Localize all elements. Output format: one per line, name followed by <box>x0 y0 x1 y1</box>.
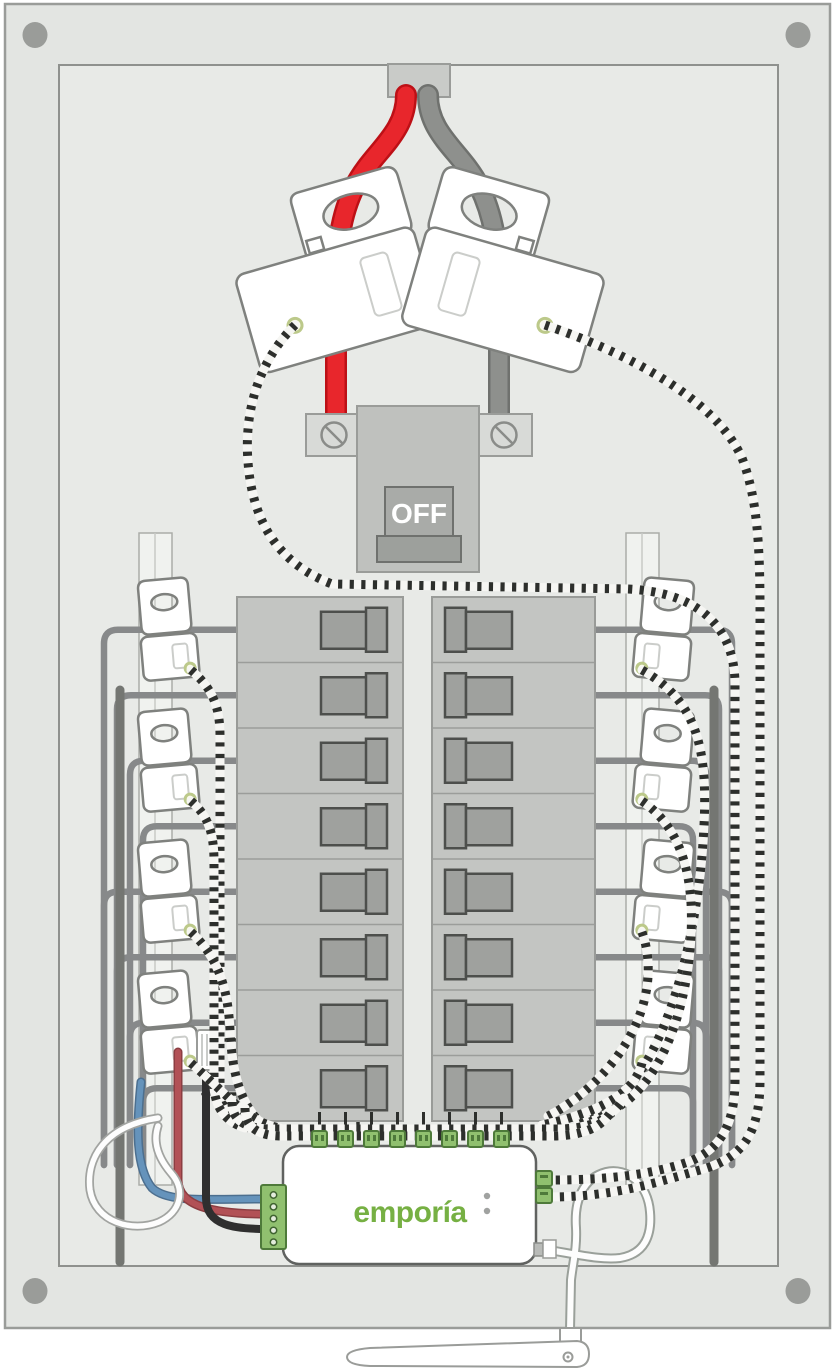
terminal-pin <box>270 1215 276 1221</box>
breaker-toggle <box>466 874 512 911</box>
mounting-hole <box>786 22 811 48</box>
breaker-toggle <box>466 1005 512 1042</box>
ct-port-slot <box>425 1135 428 1141</box>
breaker-toggle <box>321 677 367 714</box>
large-ct-port <box>536 1171 552 1186</box>
ct-port-slot <box>347 1135 350 1141</box>
ct-port-slot <box>471 1135 474 1141</box>
main-breaker-handle <box>377 536 461 562</box>
breaker-toggle <box>445 673 466 717</box>
large-ct-port-slot <box>540 1192 548 1195</box>
breaker-toggle <box>321 939 367 976</box>
ct-port <box>364 1131 379 1147</box>
large-ct-port <box>536 1188 552 1203</box>
breaker-toggle <box>445 935 466 979</box>
breaker-toggle <box>321 743 367 780</box>
terminal-pin <box>270 1239 276 1245</box>
ct-port <box>468 1131 483 1147</box>
breaker-toggle <box>466 677 512 714</box>
ct-port-slot <box>451 1135 454 1141</box>
breaker-toggle <box>366 673 387 717</box>
breaker-toggle <box>321 1005 367 1042</box>
ct-port-slot <box>367 1135 370 1141</box>
ct-port-slot <box>399 1135 402 1141</box>
mounting-hole <box>786 1278 811 1304</box>
mounting-hole <box>23 1278 48 1304</box>
breaker-toggle <box>321 612 367 649</box>
antenna-arm <box>347 1341 589 1367</box>
ct-port-slot <box>373 1135 376 1141</box>
ct-port-slot <box>419 1135 422 1141</box>
breaker-toggle <box>466 939 512 976</box>
ct-port <box>442 1131 457 1147</box>
terminal-pin <box>270 1227 276 1233</box>
ct-port-slot <box>315 1135 318 1141</box>
breaker-toggle <box>445 870 466 914</box>
terminal-pin <box>270 1204 276 1210</box>
breaker-toggle <box>366 870 387 914</box>
breaker-toggle <box>366 739 387 783</box>
breaker-toggle <box>445 1001 466 1045</box>
ct-port-slot <box>503 1135 506 1141</box>
mounting-hole <box>23 22 48 48</box>
breaker-toggle <box>445 608 466 652</box>
breaker-toggle <box>321 808 367 845</box>
breaker-toggle <box>445 1066 466 1110</box>
device-right-connectors <box>536 1171 552 1203</box>
ct-port-slot <box>321 1135 324 1141</box>
status-dot <box>484 1208 490 1214</box>
breaker-toggle <box>366 1066 387 1110</box>
terminal-pin <box>270 1192 276 1198</box>
breaker-toggle <box>466 1070 512 1107</box>
breaker-toggle <box>466 743 512 780</box>
large-ct-port-slot <box>540 1175 548 1178</box>
ct-port <box>416 1131 431 1147</box>
ct-port <box>312 1131 327 1147</box>
antenna-port-connector <box>534 1243 543 1256</box>
breaker-toggle <box>366 1001 387 1045</box>
status-dot <box>484 1193 490 1199</box>
ct-port <box>390 1131 405 1147</box>
ct-port <box>338 1131 353 1147</box>
ct-port-slot <box>393 1135 396 1141</box>
emporia-logo: emporía <box>353 1196 467 1229</box>
ct-port-slot <box>445 1135 448 1141</box>
breaker-toggle <box>445 804 466 848</box>
breaker-toggle <box>466 808 512 845</box>
ct-port <box>494 1131 509 1147</box>
breaker-toggle <box>466 612 512 649</box>
ct-port-slot <box>477 1135 480 1141</box>
breaker-toggle <box>445 739 466 783</box>
breaker-toggle <box>321 1070 367 1107</box>
breaker-toggle <box>366 804 387 848</box>
antenna-hinge-pin <box>567 1356 570 1359</box>
ct-port-slot <box>497 1135 500 1141</box>
breaker-toggle <box>366 935 387 979</box>
ct-port-slot <box>341 1135 344 1141</box>
antenna <box>347 1328 589 1367</box>
main-breaker-off-label: OFF <box>391 498 447 529</box>
breaker-toggle <box>366 608 387 652</box>
antenna-cable-ferrule <box>543 1240 556 1258</box>
breaker-toggle <box>321 874 367 911</box>
